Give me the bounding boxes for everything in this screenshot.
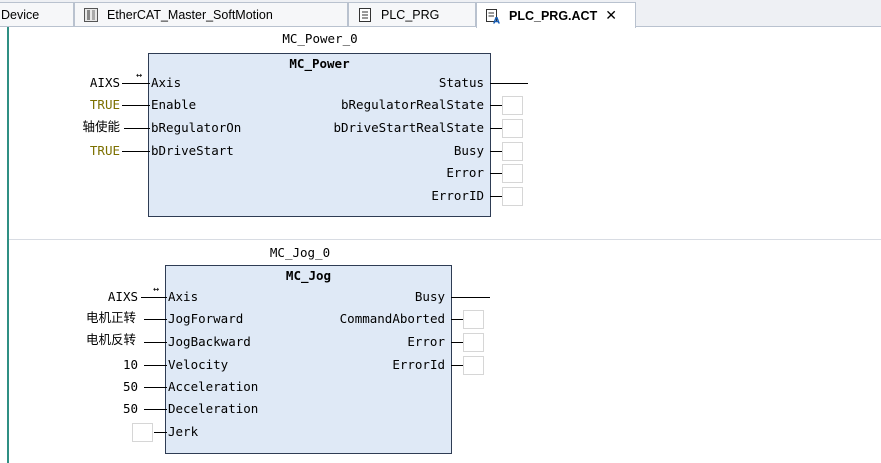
connection-line	[141, 297, 167, 298]
tab-label: Device	[1, 7, 40, 22]
fb-block-mc-jog[interactable]: MC_Jog	[165, 265, 452, 454]
input-literal[interactable]: 10	[122, 357, 138, 372]
output-pin: ErrorID	[431, 188, 484, 203]
input-pin: Axis	[168, 289, 199, 304]
fb-instance-name[interactable]: MC_Jog_0	[269, 245, 331, 260]
tab-label: PLC_PRG.ACT	[509, 8, 598, 23]
tab-label: EtherCAT_Master_SoftMotion	[107, 7, 273, 22]
connection-line	[490, 196, 502, 197]
fb-block-mc-power[interactable]: MC_Power	[148, 53, 491, 217]
input-variable[interactable]: 电机正转	[85, 310, 136, 325]
connection-line	[144, 387, 167, 388]
input-literal[interactable]: 50	[122, 401, 138, 416]
device-icon	[83, 7, 99, 23]
output-pin: ErrorId	[392, 357, 445, 372]
tab-ethercat-master[interactable]: EtherCAT_Master_SoftMotion	[74, 2, 348, 26]
input-variable[interactable]: 轴使能	[82, 119, 120, 134]
tab-device[interactable]: Device	[0, 2, 74, 26]
connection-line	[490, 173, 502, 174]
connection-line	[124, 128, 150, 129]
input-variable[interactable]: AIXS	[89, 75, 120, 90]
output-variable-box[interactable]	[502, 96, 523, 115]
input-pin: Acceleration	[168, 379, 259, 394]
reference-arrow-icon: ↔	[153, 284, 160, 295]
output-pin: CommandAborted	[339, 311, 445, 326]
input-variable[interactable]: 电机反转	[85, 332, 136, 347]
connection-line	[451, 319, 463, 320]
fb-type-name: MC_Jog	[285, 268, 332, 283]
output-pin: bRegulatorRealState	[341, 97, 484, 112]
output-pin: bDriveStartRealState	[333, 120, 484, 135]
connection-line	[144, 409, 167, 410]
input-variable[interactable]: AIXS	[107, 289, 138, 304]
connection-line	[451, 297, 490, 298]
svg-text:A: A	[493, 16, 500, 24]
input-pin: bDriveStart	[151, 143, 234, 158]
input-literal[interactable]: 50	[122, 379, 138, 394]
input-pin: JogBackward	[168, 334, 251, 349]
input-pin: Deceleration	[168, 401, 259, 416]
connection-line	[122, 151, 150, 152]
connection-line	[122, 105, 150, 106]
output-pin: Busy	[453, 143, 484, 158]
input-pin: bRegulatorOn	[151, 120, 242, 135]
output-pin: Error	[407, 334, 445, 349]
fb-type-name: MC_Power	[289, 56, 350, 71]
input-variable-box[interactable]	[132, 423, 153, 442]
left-power-rail	[7, 27, 9, 463]
action-icon: A	[485, 8, 501, 24]
input-literal[interactable]: TRUE	[89, 143, 120, 158]
editor-tab-bar: Device EtherCAT_Master_SoftMotion PLC_PR…	[0, 0, 881, 28]
connection-line	[490, 83, 528, 84]
connection-line	[144, 342, 167, 343]
output-variable-box[interactable]	[502, 119, 523, 138]
output-variable-box[interactable]	[502, 187, 523, 206]
connection-line	[451, 365, 463, 366]
input-literal[interactable]: TRUE	[89, 97, 120, 112]
network-separator	[9, 239, 881, 240]
close-tab-icon[interactable]: ✕	[605, 7, 617, 23]
connection-line	[154, 432, 167, 433]
output-variable-box[interactable]	[463, 310, 484, 329]
input-pin: Enable	[151, 97, 197, 112]
connection-line	[490, 105, 502, 106]
output-pin: Error	[446, 165, 484, 180]
output-variable-box[interactable]	[463, 333, 484, 352]
input-pin: Velocity	[168, 357, 229, 372]
output-pin: Busy	[414, 289, 445, 304]
connection-line	[490, 151, 502, 152]
fb-instance-name[interactable]: MC_Power_0	[282, 31, 358, 46]
input-pin: Jerk	[168, 424, 199, 439]
connection-line	[144, 319, 167, 320]
output-variable-box[interactable]	[463, 356, 484, 375]
input-pin: Axis	[151, 75, 182, 90]
output-variable-box[interactable]	[502, 142, 523, 161]
connection-line	[490, 128, 502, 129]
tab-label: PLC_PRG	[381, 7, 440, 22]
input-pin: JogForward	[168, 311, 244, 326]
reference-arrow-icon: ↔	[136, 70, 143, 81]
output-pin: Status	[438, 75, 484, 90]
output-variable-box[interactable]	[502, 164, 523, 183]
document-icon	[357, 7, 373, 23]
tab-plc-prg-act[interactable]: A PLC_PRG.ACT ✕	[476, 2, 636, 28]
connection-line	[122, 83, 150, 84]
tab-plc-prg[interactable]: PLC_PRG	[348, 2, 476, 26]
connection-line	[144, 365, 167, 366]
connection-line	[451, 342, 463, 343]
